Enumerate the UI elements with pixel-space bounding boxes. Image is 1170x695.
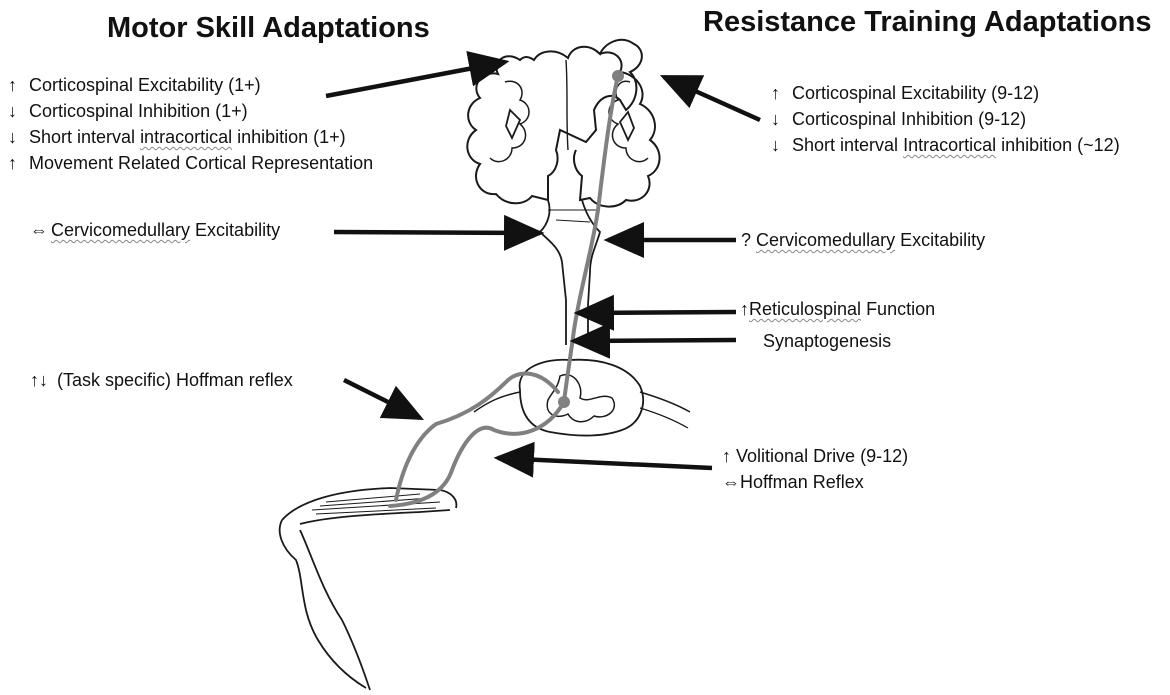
spinal-root	[640, 408, 688, 428]
ventricle	[620, 112, 634, 140]
arrow-to-brainstem-left	[334, 232, 540, 233]
pointer-arrows	[326, 62, 760, 468]
muscle-fibers	[312, 494, 440, 514]
arrow-volitional	[498, 458, 712, 468]
spinal-cord-illustration	[474, 360, 690, 436]
brainstem-illustration	[540, 200, 600, 345]
brain-midline	[566, 60, 568, 150]
knee-outline	[280, 520, 366, 688]
leg-illustration	[280, 488, 457, 690]
spinal-root	[640, 392, 690, 412]
leg-outline	[300, 530, 370, 690]
arrow-synaptogenesis	[574, 340, 736, 341]
ventricle	[506, 110, 520, 138]
arrow-to-cortex-right	[664, 77, 760, 120]
brain-inner-contour	[490, 81, 529, 161]
thigh-outline	[300, 510, 450, 524]
arrow-reticulospinal	[578, 312, 736, 313]
spinal-neuron-dot	[558, 396, 570, 408]
sensory-nerve	[396, 374, 558, 500]
cortex-neuron-dot	[612, 70, 624, 82]
arrow-to-cortex-left	[326, 62, 505, 96]
spinal-cord-outline	[520, 360, 643, 436]
arrow-hoffman-left	[344, 380, 420, 418]
